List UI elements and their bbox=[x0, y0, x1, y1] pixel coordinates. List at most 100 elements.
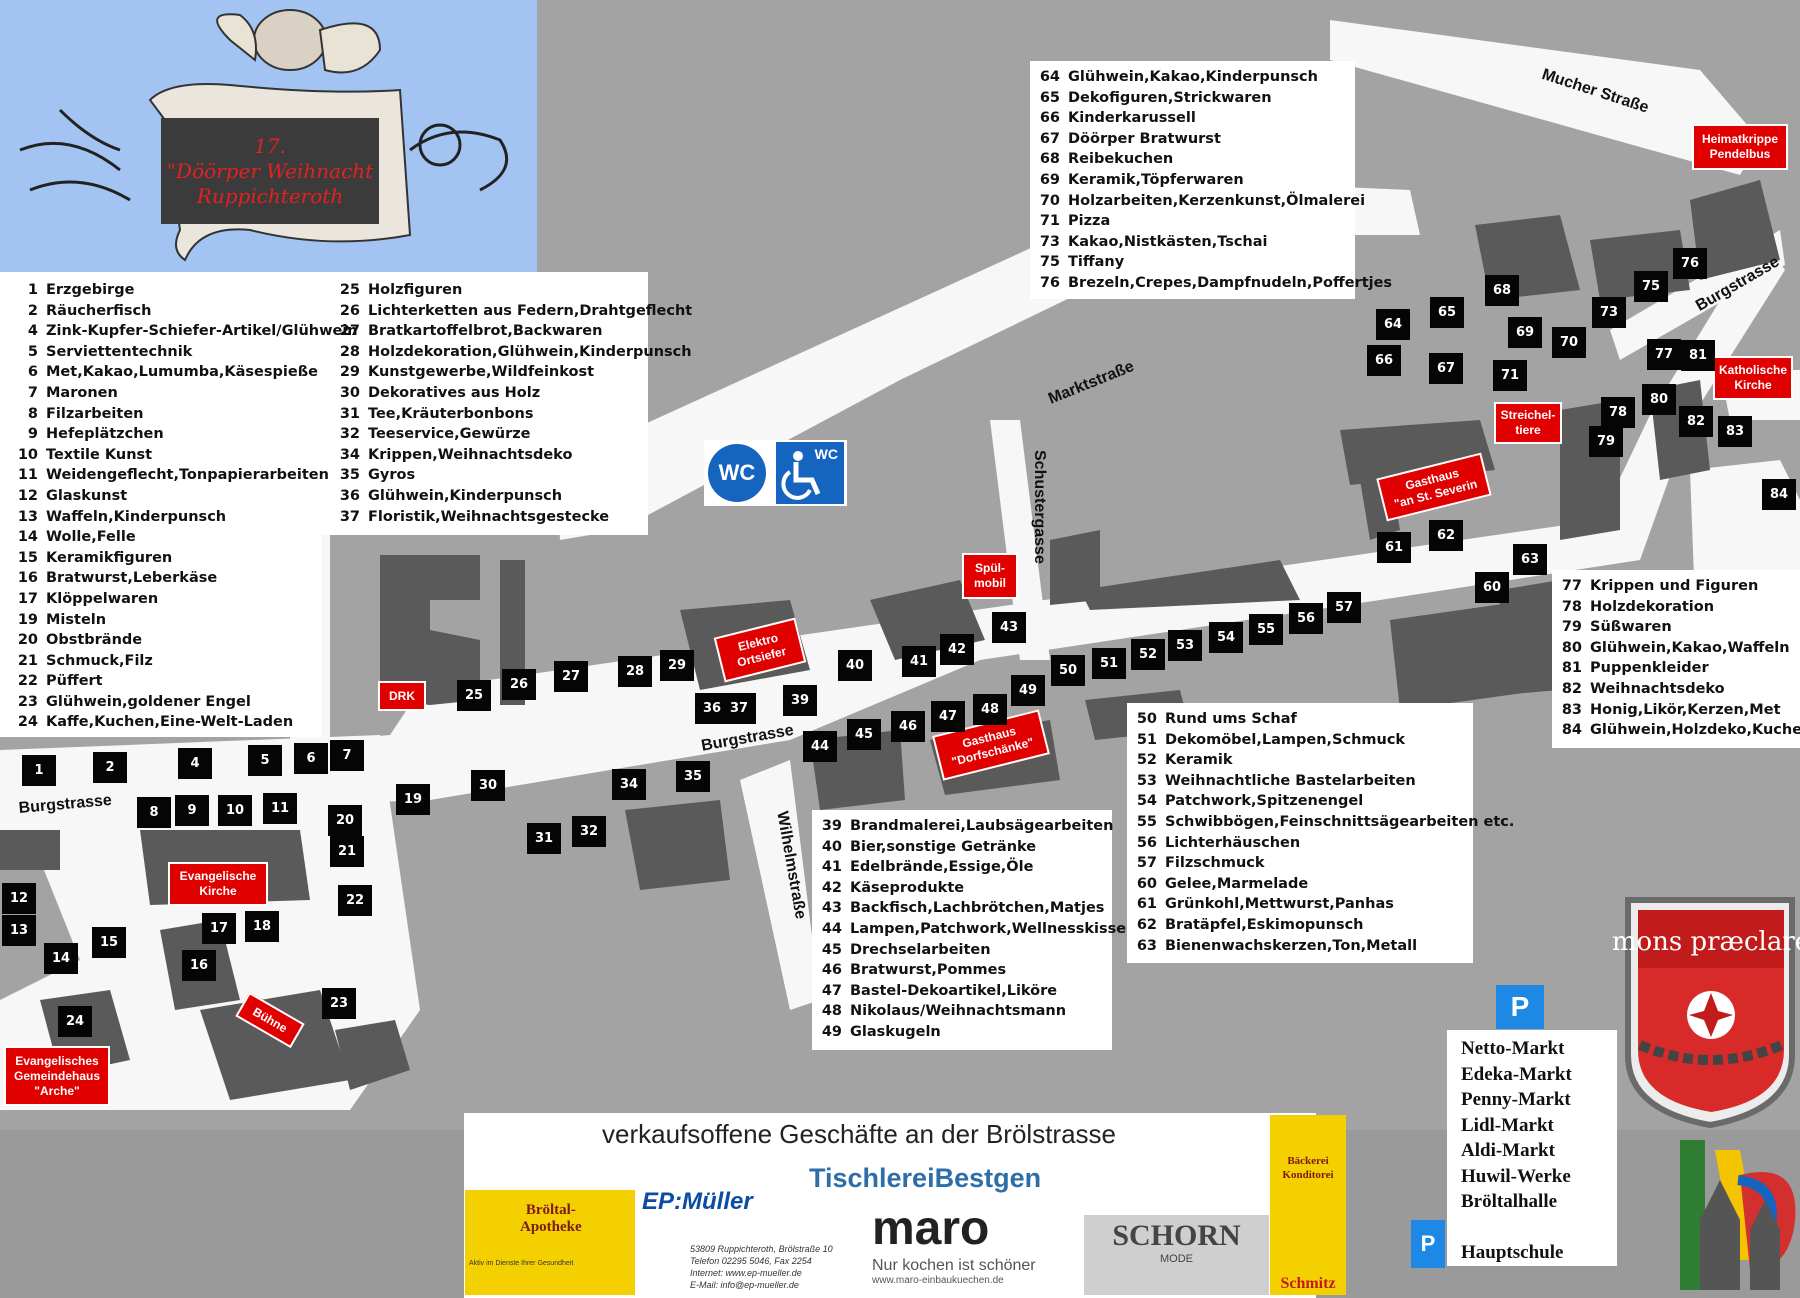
stand-60[interactable]: 60 bbox=[1475, 572, 1509, 603]
shops-banner: verkaufsoffene Geschäfte an der Brölstra… bbox=[464, 1113, 1346, 1298]
stand-65[interactable]: 65 bbox=[1430, 297, 1464, 328]
stand-69[interactable]: 69 bbox=[1508, 317, 1542, 348]
stand-4[interactable]: 4 bbox=[178, 748, 212, 779]
stand-7[interactable]: 7 bbox=[330, 740, 364, 771]
legend-number: 70 bbox=[1039, 192, 1060, 209]
stand-27[interactable]: 27 bbox=[554, 661, 588, 692]
stand-75[interactable]: 75 bbox=[1634, 271, 1668, 302]
legend-text: Hefeplätzchen bbox=[46, 426, 164, 443]
stand-15[interactable]: 15 bbox=[92, 927, 126, 958]
stand-22[interactable]: 22 bbox=[338, 885, 372, 916]
stand-77[interactable]: 77 bbox=[1647, 339, 1681, 370]
stand-19[interactable]: 19 bbox=[396, 784, 430, 815]
stand-79[interactable]: 79 bbox=[1589, 426, 1623, 457]
stand-23[interactable]: 23 bbox=[322, 988, 356, 1019]
stand-54[interactable]: 54 bbox=[1209, 622, 1243, 653]
stand-16[interactable]: 16 bbox=[182, 950, 216, 981]
stand-46[interactable]: 46 bbox=[891, 711, 925, 742]
stand-67[interactable]: 67 bbox=[1429, 353, 1463, 384]
stand-8[interactable]: 8 bbox=[137, 797, 171, 828]
stand-73[interactable]: 73 bbox=[1592, 297, 1626, 328]
stand-9[interactable]: 9 bbox=[175, 795, 209, 826]
stand-40[interactable]: 40 bbox=[838, 650, 872, 681]
stand-6[interactable]: 6 bbox=[294, 743, 328, 774]
stand-37[interactable]: 37 bbox=[722, 693, 756, 724]
legend-text: Teeservice,Gewürze bbox=[368, 426, 531, 443]
stand-5[interactable]: 5 bbox=[248, 745, 282, 776]
legend-text: Süßwaren bbox=[1590, 619, 1672, 636]
stand-26[interactable]: 26 bbox=[502, 669, 536, 700]
stand-2[interactable]: 2 bbox=[93, 752, 127, 783]
stand-42[interactable]: 42 bbox=[940, 634, 974, 665]
stand-51[interactable]: 51 bbox=[1092, 648, 1126, 679]
stand-45[interactable]: 45 bbox=[847, 719, 881, 750]
stand-83[interactable]: 83 bbox=[1718, 416, 1752, 447]
stand-55[interactable]: 55 bbox=[1249, 614, 1283, 645]
stand-61[interactable]: 61 bbox=[1377, 532, 1411, 563]
stand-52[interactable]: 52 bbox=[1131, 639, 1165, 670]
stand-43[interactable]: 43 bbox=[992, 612, 1026, 643]
stand-35[interactable]: 35 bbox=[676, 761, 710, 792]
stand-14[interactable]: 14 bbox=[44, 943, 78, 974]
stand-32[interactable]: 32 bbox=[572, 816, 606, 847]
stand-44[interactable]: 44 bbox=[803, 731, 837, 762]
stand-82[interactable]: 82 bbox=[1679, 406, 1713, 437]
stand-84[interactable]: 84 bbox=[1762, 479, 1796, 510]
stand-49[interactable]: 49 bbox=[1011, 675, 1045, 706]
stand-56[interactable]: 56 bbox=[1289, 603, 1323, 634]
stand-25[interactable]: 25 bbox=[457, 680, 491, 711]
stand-80[interactable]: 80 bbox=[1642, 384, 1676, 415]
stand-63[interactable]: 63 bbox=[1513, 544, 1547, 575]
legend-text: Lichterketten aus Federn,Drahtgeflecht bbox=[368, 302, 693, 319]
stand-81[interactable]: 81 bbox=[1681, 340, 1715, 371]
legend-number: 67 bbox=[1039, 130, 1060, 147]
stand-64[interactable]: 64 bbox=[1376, 309, 1410, 340]
stand-18[interactable]: 18 bbox=[245, 911, 279, 942]
stand-10[interactable]: 10 bbox=[218, 795, 252, 826]
stand-66[interactable]: 66 bbox=[1367, 345, 1401, 376]
stand-21[interactable]: 21 bbox=[330, 836, 364, 867]
stand-34[interactable]: 34 bbox=[612, 769, 646, 800]
legend-text: Drechselarbeiten bbox=[850, 941, 991, 958]
stand-53[interactable]: 53 bbox=[1168, 630, 1202, 661]
stand-13[interactable]: 13 bbox=[2, 915, 36, 946]
legend-text: Holzfiguren bbox=[368, 282, 463, 298]
stand-28[interactable]: 28 bbox=[618, 656, 652, 687]
legend-text: Krippen und Figuren bbox=[1590, 578, 1759, 594]
stand-11[interactable]: 11 bbox=[263, 793, 297, 824]
stand-48[interactable]: 48 bbox=[973, 694, 1007, 725]
stand-62[interactable]: 62 bbox=[1429, 520, 1463, 551]
stand-39[interactable]: 39 bbox=[783, 685, 817, 716]
legend-text: Gyros bbox=[368, 467, 416, 484]
stand-17[interactable]: 17 bbox=[202, 913, 236, 944]
stand-30[interactable]: 30 bbox=[471, 770, 505, 801]
stand-71[interactable]: 71 bbox=[1493, 360, 1527, 391]
stand-70[interactable]: 70 bbox=[1552, 327, 1586, 358]
stand-68[interactable]: 68 bbox=[1485, 275, 1519, 306]
stand-20[interactable]: 20 bbox=[328, 805, 362, 836]
stand-76[interactable]: 76 bbox=[1673, 248, 1707, 279]
legend-text: Räucherfisch bbox=[46, 302, 152, 319]
stand-24[interactable]: 24 bbox=[58, 1006, 92, 1037]
stand-78[interactable]: 78 bbox=[1601, 397, 1635, 428]
stand-1[interactable]: 1 bbox=[22, 755, 56, 786]
stand-47[interactable]: 47 bbox=[931, 701, 965, 732]
stand-29[interactable]: 29 bbox=[660, 650, 694, 681]
stand-57[interactable]: 57 bbox=[1327, 592, 1361, 623]
legend-text: Glaskugeln bbox=[850, 1023, 941, 1040]
legend-number: 43 bbox=[821, 900, 842, 917]
legend-text: Glühwein,goldener Engel bbox=[46, 693, 251, 710]
stand-50[interactable]: 50 bbox=[1051, 655, 1085, 686]
stand-31[interactable]: 31 bbox=[527, 823, 561, 854]
legend-text: Holzarbeiten,Kerzenkunst,Ölmalerei bbox=[1068, 192, 1366, 209]
legend-number: 68 bbox=[1039, 151, 1060, 168]
stand-41[interactable]: 41 bbox=[902, 646, 936, 677]
stand-12[interactable]: 12 bbox=[2, 883, 36, 914]
